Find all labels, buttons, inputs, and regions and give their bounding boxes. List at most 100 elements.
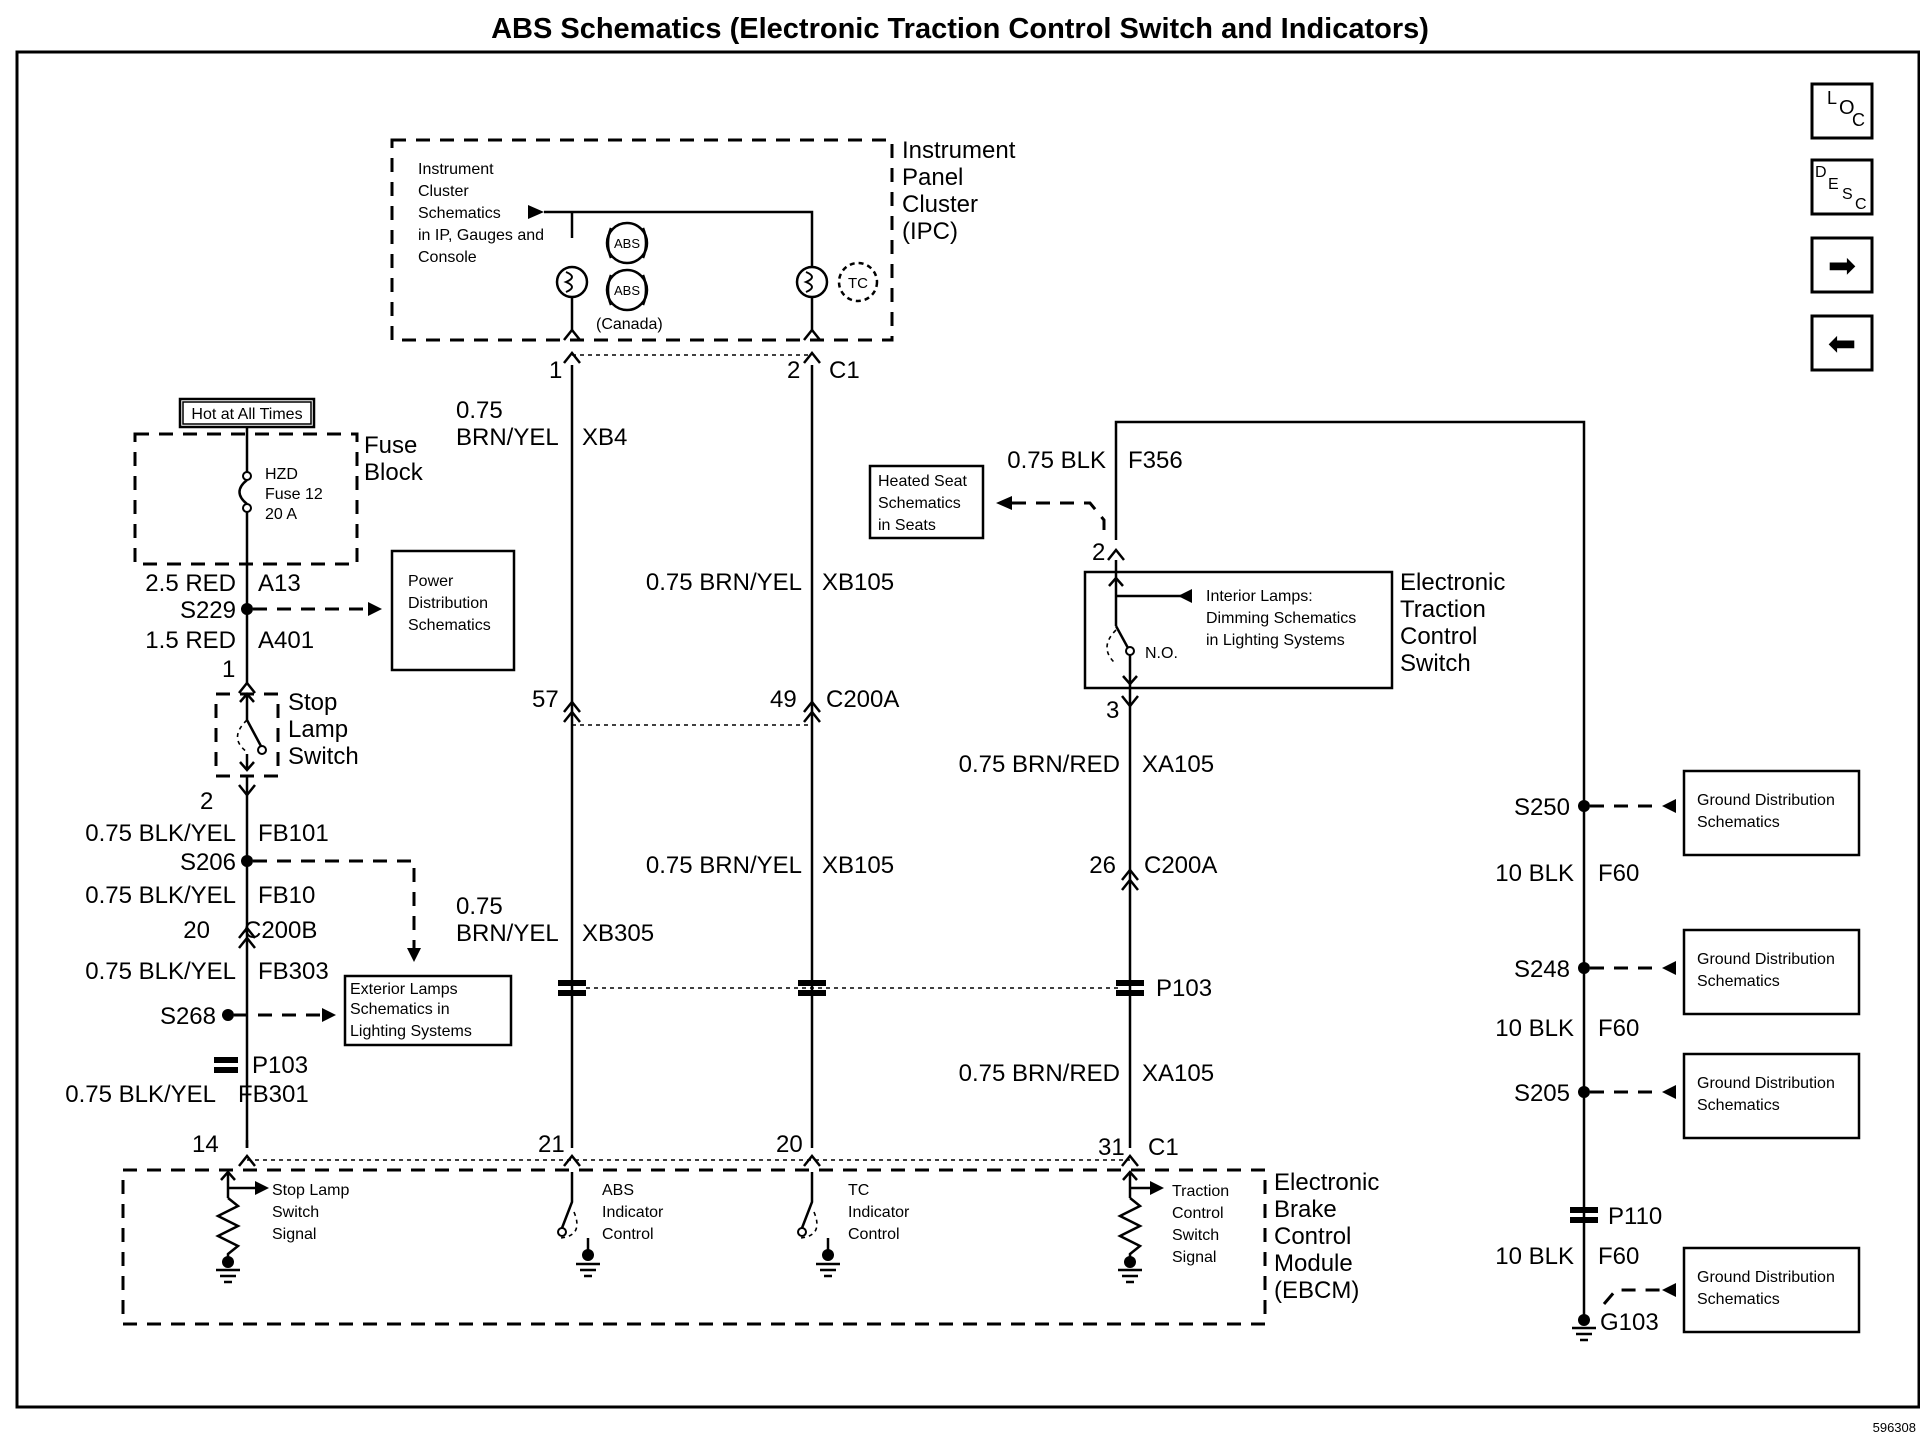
c200a-etcs-chevron-icon-2 xyxy=(1121,877,1139,891)
svg-text:in Seats: in Seats xyxy=(878,517,936,534)
stop-switch-pin-2: 2 xyxy=(200,788,213,815)
desc-button[interactable]: D E S C xyxy=(1810,158,1874,216)
etcs-pin3-connector-icon xyxy=(1121,695,1139,709)
exterior-lamps-ref[interactable] xyxy=(343,974,513,1047)
stop-switch-connector-icon xyxy=(238,680,256,694)
stop-lamp-switch-icon xyxy=(236,692,267,772)
svg-text:Exterior Lamps: Exterior Lamps xyxy=(350,981,458,998)
wire-f356-gauge: 0.75 BLK xyxy=(1007,447,1106,474)
ipc-pin-2: 2 xyxy=(787,357,800,384)
fuse-label: HZD Fuse 12 20 A xyxy=(265,466,323,523)
g103-label: G103 xyxy=(1600,1309,1659,1336)
power-distribution-ref[interactable] xyxy=(390,549,516,672)
svg-text:TC: TC xyxy=(848,1182,869,1199)
ground-dist-ref-4[interactable] xyxy=(1682,1246,1861,1334)
svg-text:HZD: HZD xyxy=(265,466,298,483)
wire-f60-circuit-3: F60 xyxy=(1598,1243,1639,1270)
c200b-chevron-icon-1 xyxy=(238,925,256,939)
loc-button[interactable]: L O C xyxy=(1810,82,1874,140)
wire-xa105-gauge: 0.75 BRN/RED xyxy=(959,751,1120,778)
svg-text:Interior Lamps:: Interior Lamps: xyxy=(1206,588,1313,605)
svg-text:Control: Control xyxy=(848,1226,900,1243)
hot-at-all-times-label: Hot at All Times xyxy=(191,406,302,423)
svg-text:in IP, Gauges and: in IP, Gauges and xyxy=(418,227,544,244)
wire-xb305-color: BRN/YEL xyxy=(456,920,559,947)
svg-text:Schematics: Schematics xyxy=(1697,973,1780,990)
svg-text:Electronic: Electronic xyxy=(1274,1169,1379,1196)
svg-text:Panel: Panel xyxy=(902,164,963,191)
desc-letter-e: E xyxy=(1828,176,1839,193)
next-page-button[interactable]: ➡ xyxy=(1810,236,1874,294)
svg-text:Switch: Switch xyxy=(1400,650,1471,677)
wire-xb4-gauge: 0.75 xyxy=(456,397,503,424)
ground-dist-ref-3[interactable] xyxy=(1682,1052,1861,1140)
ipc-pin-1: 1 xyxy=(549,357,562,384)
svg-text:Switch: Switch xyxy=(288,743,359,770)
abs-indicator-icon: ABS xyxy=(605,221,649,265)
right-arrow-icon: ➡ xyxy=(1828,247,1857,285)
wire-fb301-circuit: FB301 xyxy=(238,1081,309,1108)
etcs-p103-label: P103 xyxy=(1156,975,1212,1002)
svg-text:Control: Control xyxy=(1400,623,1477,650)
p110-label: P110 xyxy=(1608,1203,1662,1230)
c200a-abs-chevron-icon-1 xyxy=(563,699,581,713)
schematic-title: ABS Schematics (Electronic Traction Cont… xyxy=(491,13,1429,45)
ebcm-pin31-chevron-icon xyxy=(1121,1153,1139,1167)
wire-a401-circuit: A401 xyxy=(258,627,314,654)
tcs-input-icon xyxy=(1117,1170,1164,1284)
fuse-block-label: Fuse Block xyxy=(364,432,424,486)
desc-letter-s: S xyxy=(1842,186,1853,203)
s268-arrow-icon xyxy=(322,1008,336,1022)
wire-xb305-circuit: XB305 xyxy=(582,920,654,947)
wire-f60-circuit-1: F60 xyxy=(1598,860,1639,887)
ipc-schematics-ref[interactable]: Instrument Cluster Schematics in IP, Gau… xyxy=(418,161,544,266)
heated-seat-arrow-icon xyxy=(996,496,1012,510)
svg-text:Schematics: Schematics xyxy=(1697,1097,1780,1114)
svg-text:Fuse: Fuse xyxy=(364,432,417,459)
svg-text:(IPC): (IPC) xyxy=(902,218,958,245)
ground-dist-ref-2[interactable] xyxy=(1682,928,1861,1016)
ipc-label: Instrument Panel Cluster (IPC) xyxy=(902,137,1016,245)
ebcm-pin-21: 21 xyxy=(538,1131,565,1158)
svg-text:Electronic: Electronic xyxy=(1400,569,1505,596)
wire-xa105b-circuit: XA105 xyxy=(1142,1060,1214,1087)
svg-text:ABS: ABS xyxy=(614,283,640,298)
abs-indicator-control-label: ABS Indicator Control xyxy=(602,1182,664,1243)
svg-text:Control: Control xyxy=(602,1226,654,1243)
etcs-ground-wire-top xyxy=(1114,420,1586,1318)
power-distribution-label: Power Distribution Schematics xyxy=(408,573,491,634)
etcs-box xyxy=(1083,570,1394,690)
ebcm-pin-31: 31 xyxy=(1098,1134,1125,1161)
c200b-pin-20: 20 xyxy=(183,917,210,944)
splice-s248-icon xyxy=(1578,962,1590,974)
tc-p103-clip-icon xyxy=(798,980,826,996)
dimming-schematics-ref[interactable]: Interior Lamps: Dimming Schematics in Li… xyxy=(1206,588,1356,649)
splice-s229-label: S229 xyxy=(180,597,236,624)
svg-text:Indicator: Indicator xyxy=(848,1204,910,1221)
ipc-pin1-connector-icon xyxy=(563,327,581,341)
wire-xb105-circuit: XB105 xyxy=(822,569,894,596)
etcs-pin-3: 3 xyxy=(1106,697,1119,724)
heated-seat-ref[interactable] xyxy=(868,464,985,540)
svg-text:Schematics in: Schematics in xyxy=(350,1001,450,1018)
svg-text:Fuse 12: Fuse 12 xyxy=(265,486,323,503)
wire-fb101-circuit: FB101 xyxy=(258,820,329,847)
svg-text:Dimming Schematics: Dimming Schematics xyxy=(1206,610,1356,627)
wire-fb303-circuit: FB303 xyxy=(258,958,329,985)
wire-xa105-circuit: XA105 xyxy=(1142,751,1214,778)
ground-dist-ref-1[interactable] xyxy=(1682,769,1861,857)
wire-fb10-circuit: FB10 xyxy=(258,882,315,909)
g103-ground-icon xyxy=(1572,1314,1596,1342)
splice-s205-label: S205 xyxy=(1514,1080,1570,1107)
wire-fb301-gauge: 0.75 BLK/YEL xyxy=(65,1081,216,1108)
ipc-pin2-chevron-icon xyxy=(803,350,821,364)
ipc-feed-wire xyxy=(544,210,814,240)
svg-text:Cluster: Cluster xyxy=(418,183,469,200)
svg-text:Ground Distribution: Ground Distribution xyxy=(1697,1075,1835,1092)
prev-page-button[interactable]: ⬅ xyxy=(1810,314,1874,372)
etcs-switch-icon xyxy=(1106,560,1192,688)
desc-letter-d: D xyxy=(1815,164,1827,181)
g103-arrow-icon xyxy=(1662,1283,1676,1297)
splice-s205-icon xyxy=(1578,1086,1590,1098)
etcs-pin2-connector-icon xyxy=(1107,547,1125,561)
